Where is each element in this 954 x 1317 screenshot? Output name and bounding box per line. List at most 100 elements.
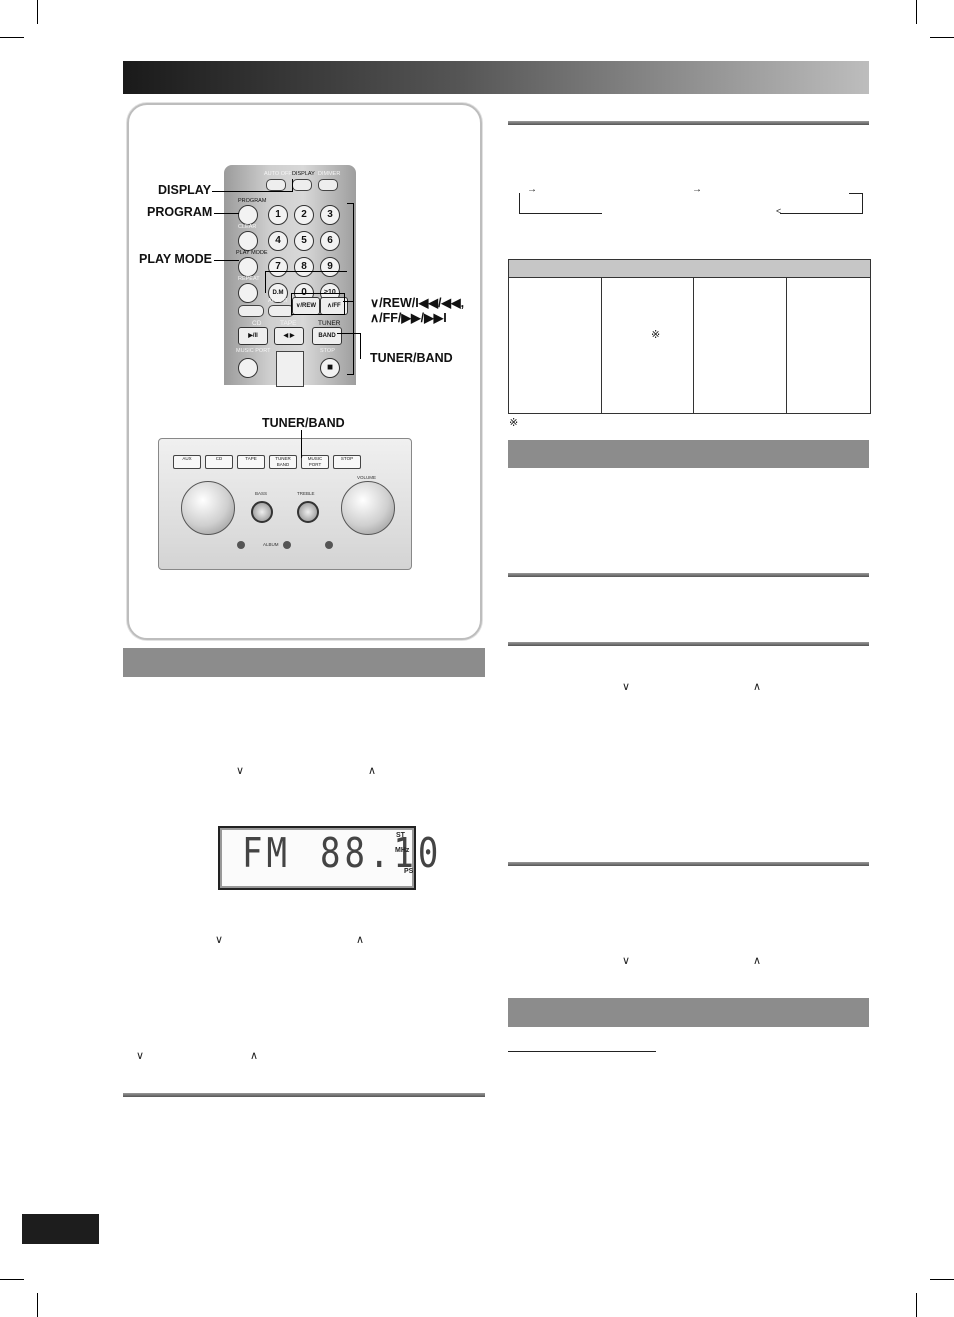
lcd-frequency-text: 88.10 <box>320 830 443 878</box>
unit-treble-knob <box>297 501 319 523</box>
callout-line <box>343 301 353 302</box>
flow-loop-top-right <box>849 193 863 194</box>
unit-cd-button: CD <box>205 455 233 469</box>
band-button: BAND <box>312 327 342 345</box>
album-label: ALBUM <box>268 298 287 304</box>
section-divider <box>508 573 869 577</box>
crop-mark <box>0 1279 24 1280</box>
skip-rew-callout-label: ∨/REW/I◀◀/◀◀, <box>370 296 465 310</box>
unit-tuner-band-button: TUNER BAND <box>269 455 297 469</box>
unit-album-label: ALBUM <box>263 542 279 547</box>
flow-loop-left <box>519 193 520 213</box>
section-divider <box>508 121 869 125</box>
down-symbol: ∨ <box>622 681 631 693</box>
d-mode-button: D.M <box>268 283 288 303</box>
program-button <box>238 205 258 225</box>
callout-line <box>337 333 361 334</box>
lcd-stereo-indicator: ST <box>396 832 405 839</box>
page-number-block <box>22 1214 99 1244</box>
clear-label: CLEAR <box>238 224 257 230</box>
section-header-bar <box>508 998 869 1027</box>
flow-arrow: → <box>692 184 702 195</box>
program-callout-label: PROGRAM <box>147 205 213 219</box>
tape-button: ◀ ▶ <box>274 327 304 345</box>
auto-off-button <box>266 179 286 191</box>
main-unit: AUX CD TAPE TUNER BAND MUSIC PORT STOP B… <box>158 438 412 570</box>
down-symbol: ∨ <box>236 765 245 777</box>
flow-arrow-back: < <box>776 206 782 216</box>
callout-line <box>214 213 239 214</box>
play-mode-callout-label: PLAY MODE <box>139 252 212 266</box>
table-column-divider <box>693 278 694 413</box>
album-down-button <box>238 305 264 317</box>
digit-2-button: 2 <box>294 205 314 225</box>
up-symbol: ∧ <box>753 681 762 693</box>
crop-mark <box>37 1293 38 1317</box>
callout-line <box>292 179 293 192</box>
page-title-bar <box>123 61 869 94</box>
callout-line <box>265 271 266 293</box>
section-divider <box>508 862 869 866</box>
unit-callout-line <box>301 430 302 458</box>
up-symbol: ∧ <box>356 934 365 946</box>
flow-loop-bottom-left <box>519 213 602 214</box>
up-symbol: ∧ <box>250 1050 259 1062</box>
play-mode-button <box>238 257 258 277</box>
digit-5-button: 5 <box>294 231 314 251</box>
digit-3-button: 3 <box>320 205 340 225</box>
unit-tape-button: TAPE <box>237 455 265 469</box>
section-divider <box>123 1093 485 1097</box>
lcd-band-text: FM <box>242 830 291 878</box>
down-symbol: ∨ <box>622 955 631 967</box>
play-mode-label: PLAY MODE <box>236 250 268 256</box>
remote-center-key <box>276 351 304 387</box>
callout-line <box>212 191 292 192</box>
auto-off-label: AUTO OFF <box>264 171 292 177</box>
digit-7-button: 7 <box>268 257 288 277</box>
unit-small-button <box>325 541 333 549</box>
display-label: DISPLAY <box>292 171 315 177</box>
unit-bass-knob <box>251 501 273 523</box>
tuner-band-callout-label: TUNER/BAND <box>370 351 453 365</box>
digit-9-button: 9 <box>320 257 340 277</box>
tuner-label: TUNER <box>318 320 341 327</box>
display-button <box>292 179 312 191</box>
up-symbol: ∧ <box>368 765 377 777</box>
unit-tuner-band-callout-label: TUNER/BAND <box>262 416 345 430</box>
crop-mark <box>916 0 917 24</box>
callout-highlight <box>291 293 345 315</box>
crop-mark <box>930 1279 954 1280</box>
table-column-divider <box>601 278 602 413</box>
illustration-panel: AUTO OFF DISPLAY DIMMER PROGRAM CLEAR PL… <box>127 103 482 640</box>
table-note-mark: ※ <box>651 329 661 341</box>
unit-volume-label: VOLUME <box>357 475 377 480</box>
crop-mark <box>37 0 38 24</box>
callout-bracket <box>265 271 347 272</box>
music-port-button <box>238 358 258 378</box>
underline-heading <box>508 1051 656 1052</box>
down-symbol: ∨ <box>136 1050 145 1062</box>
info-table: ※ <box>508 259 871 414</box>
remote-control: AUTO OFF DISPLAY DIMMER PROGRAM CLEAR PL… <box>224 165 356 387</box>
digit-1-button: 1 <box>268 205 288 225</box>
digit-6-button: 6 <box>320 231 340 251</box>
dimmer-label: DIMMER <box>318 171 341 177</box>
down-symbol: ∨ <box>215 934 224 946</box>
callout-bracket <box>347 203 354 375</box>
skip-ff-callout-label: ∧/FF/▶▶/▶▶I <box>370 311 447 325</box>
cd-label: CD <box>252 320 262 327</box>
section-header-bar <box>508 440 869 468</box>
callout-line <box>214 260 239 261</box>
lcd-mhz-indicator: MHz <box>395 847 410 854</box>
lcd-display: FM 88.10 ST MHz PS <box>218 826 438 890</box>
table-header <box>509 260 870 278</box>
unit-stop-button: STOP <box>333 455 361 469</box>
program-label: PROGRAM <box>238 198 267 204</box>
unit-bass-label: BASS <box>255 491 268 496</box>
flow-loop-right <box>862 193 863 213</box>
lcd-ps-indicator: PS <box>404 868 414 875</box>
up-symbol: ∧ <box>753 955 762 967</box>
dimmer-button <box>318 179 338 191</box>
repeat-button <box>238 283 258 303</box>
digit-8-button: 8 <box>294 257 314 277</box>
